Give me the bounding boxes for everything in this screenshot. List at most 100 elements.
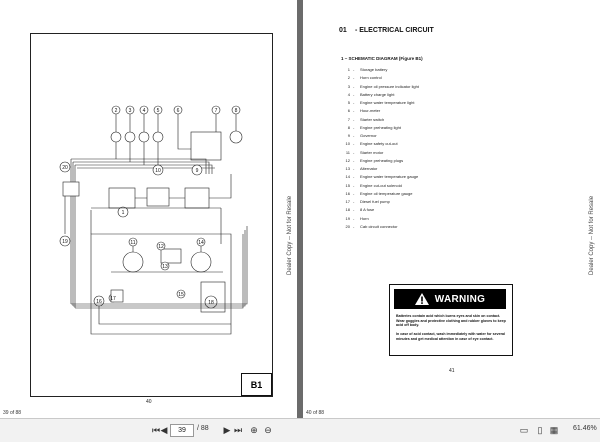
component-label: 18 [208, 300, 214, 306]
legend-item: 15-Engine cut-out solenoid [341, 183, 402, 188]
legend-text: Starter motor [360, 149, 384, 155]
section-title-text: - ELECTRICAL CIRCUIT [354, 27, 434, 34]
legend-item: 12-Engine preheating plugs [341, 157, 404, 163]
component-label: 15 [178, 292, 184, 298]
legend-number: 1 [347, 67, 350, 72]
legend-dash: - [353, 215, 355, 221]
legend-dash: - [353, 199, 355, 204]
component-label: 4 [143, 108, 146, 114]
legend-dash: - [353, 223, 355, 229]
legend-number: 11 [345, 149, 350, 155]
first-page-icon[interactable]: ⏮ [151, 424, 161, 435]
component-label: 19 [62, 239, 68, 245]
legend-text: Engine oil temperature gauge [360, 190, 413, 196]
component-2-3-4-5-group [110, 105, 164, 143]
warning-text-2: In case of acid contact, wash immediatel… [396, 332, 506, 341]
legend-item: 1-Storage battery [341, 67, 388, 72]
legend-text: Governor [360, 133, 377, 138]
legend-dash: - [353, 108, 355, 114]
component-label: 9 [196, 168, 199, 174]
warning-text-1: Batteries contain acid which burns eyes … [396, 314, 506, 328]
zoom-level: 61.46% [573, 425, 597, 432]
legend-dash: - [353, 157, 355, 163]
legend-number: 18 [345, 207, 350, 213]
legend-item: 10-Engine safety cut-out [341, 141, 398, 146]
legend-text: Engine preheating light [360, 124, 401, 130]
section-number: 01 [339, 27, 347, 34]
legend-item: 19-Horn [341, 216, 369, 221]
legend-number: 15 [345, 182, 350, 188]
warning-banner: WARNING [394, 289, 506, 309]
legend-dash: - [353, 207, 355, 213]
component-label: 6 [177, 108, 180, 114]
legend-dash: - [353, 133, 355, 138]
legend-number: 3 [347, 83, 350, 89]
legend-number: 12 [345, 157, 350, 163]
zoom-in-icon[interactable]: ⊕ [250, 424, 258, 435]
left-page [0, 0, 297, 418]
component-label: 16 [96, 299, 102, 305]
legend-item: 9-Governor [341, 133, 377, 138]
legend-dash: - [353, 124, 355, 130]
legend-item: 16-Engine oil temperature gauge [341, 190, 413, 196]
legend-text: Alternator [360, 166, 378, 171]
warning-triangle-icon [414, 293, 429, 305]
component-label: 12 [158, 244, 164, 250]
legend-text: Engine preheating plugs [360, 157, 404, 163]
legend-item: 14-Engine water temperature gauge [341, 174, 419, 180]
legend-text: Engine cut-out solenoid [360, 182, 402, 188]
zoom-out-icon[interactable]: ⊖ [264, 424, 272, 435]
legend-number: 16 [345, 190, 350, 196]
legend-item: 8-Engine preheating light [341, 125, 401, 130]
component-label: 7 [215, 108, 218, 114]
component-label: 8 [235, 108, 238, 114]
next-page-icon[interactable]: ▶ [223, 424, 231, 435]
component-label: 5 [157, 108, 160, 114]
right-page-number: 41 [449, 368, 455, 374]
component-label: 1 [122, 210, 125, 216]
single-page-view-icon[interactable]: ▭ [519, 424, 529, 435]
legend-text: Starter switch [360, 116, 385, 122]
schematic-heading: 1 – SCHEMATIC DIAGRAM (Figure B1) [341, 56, 423, 61]
legend-item: 4-Battery charge light [341, 91, 395, 97]
legend-text: Engine oil pressure indicator light [360, 83, 419, 89]
component-label: 11 [130, 240, 135, 246]
legend-dash: - [353, 83, 355, 89]
legend-number: 2 [347, 75, 350, 81]
section-title: 01 - ELECTRICAL CIRCUIT [339, 27, 434, 34]
legend-number: 14 [345, 174, 350, 180]
legend-number: 17 [345, 199, 350, 204]
component-label: 13 [162, 264, 168, 270]
legend-text: Horn control [360, 75, 382, 81]
legend-text: Cab circuit connector [360, 223, 398, 229]
last-page-icon[interactable]: ⏭ [233, 424, 243, 435]
legend-number: 7 [347, 116, 350, 122]
page-number-input[interactable]: 39 [170, 424, 194, 437]
legend-number: 19 [345, 215, 350, 221]
legend-item: 2-Horn control [341, 75, 382, 80]
legend-item: 20-Cab circuit connector [341, 224, 398, 229]
legend-text: Storage battery [360, 67, 388, 72]
figure-label-box: B1 [241, 373, 272, 396]
legend-text: Engine safety cut-out [360, 141, 398, 147]
legend-item: 11-Starter motor [341, 149, 384, 155]
grid-view-icon[interactable]: ▦ [549, 424, 559, 435]
pdf-toolbar: ⏮ ◀ 39 / 88 ▶ ⏭ ⊕ ⊖ ▭ ▯ ▦ 61.46% [0, 418, 600, 442]
legend-dash: - [353, 190, 355, 196]
legend-dash: - [353, 75, 355, 81]
two-page-view-icon[interactable]: ▯ [537, 424, 543, 435]
legend-text: Hour-meter [360, 108, 381, 114]
legend-number: 8 [347, 124, 350, 130]
legend-item: 5-Engine water temperature light [341, 100, 415, 105]
legend-item: 17-Diesel fuel pump [341, 199, 390, 204]
legend-dash: - [353, 174, 355, 180]
legend-item: 13-Alternator [341, 166, 378, 171]
legend-number: 5 [347, 100, 350, 105]
legend-number: 20 [345, 223, 350, 229]
previous-page-icon[interactable]: ◀ [160, 424, 168, 435]
legend-number: 4 [347, 91, 350, 97]
legend-dash: - [353, 141, 355, 147]
right-watermark: Dealer Copy -- Not for Resale [589, 195, 595, 275]
legend-text: Engine water temperature light [360, 100, 415, 105]
